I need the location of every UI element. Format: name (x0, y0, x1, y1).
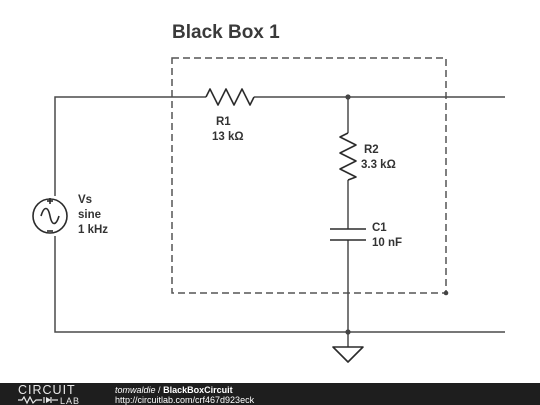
project-url-link[interactable]: http://circuitlab.com/crf467d923eck (115, 395, 255, 405)
box-corner-dot (443, 290, 449, 296)
sine-source-icon (32, 198, 68, 234)
r1-name-label: R1 (216, 116, 231, 128)
r1-value-label: 13 kΩ (212, 131, 244, 143)
black-box-boundary (171, 57, 447, 294)
capacitor-c1-symbol (330, 228, 366, 241)
r2-value-label: 3.3 kΩ (361, 159, 396, 171)
author-link[interactable]: tomwaldie (115, 385, 156, 395)
c1-value-label: 10 nF (372, 237, 402, 249)
project-name-link[interactable]: BlackBoxCircuit (163, 385, 233, 395)
resistor-r2-symbol (339, 132, 357, 181)
circuitlab-logo[interactable]: CIRCUIT LAB (18, 383, 108, 405)
c1-name-label: C1 (372, 222, 387, 234)
diagram-title: Black Box 1 (172, 22, 280, 43)
circuit-schematic: Black Box 1 R1 13 kΩ R2 3.3 kΩ C1 10 nF (32, 22, 505, 363)
footer-bar: CIRCUIT LAB tomwaldie / BlackBoxCircuit … (0, 383, 540, 405)
source-type-label: sine (78, 209, 101, 221)
r2-name-label: R2 (364, 144, 379, 156)
wires (54, 96, 505, 347)
separator: / (158, 385, 161, 395)
logo-waveform-icon: LAB (18, 395, 80, 405)
junction-dot-bottom (345, 329, 351, 335)
ground-icon (332, 346, 364, 363)
resistor-r1-symbol (205, 88, 255, 106)
logo-text-top: CIRCUIT (18, 383, 76, 397)
source-freq-label: 1 kHz (78, 224, 108, 236)
source-name-label: Vs (78, 194, 92, 206)
footer-info: tomwaldie / BlackBoxCircuit http://circu… (115, 385, 254, 405)
junction-dot-top (345, 94, 351, 100)
logo-text-bottom: LAB (60, 396, 80, 405)
